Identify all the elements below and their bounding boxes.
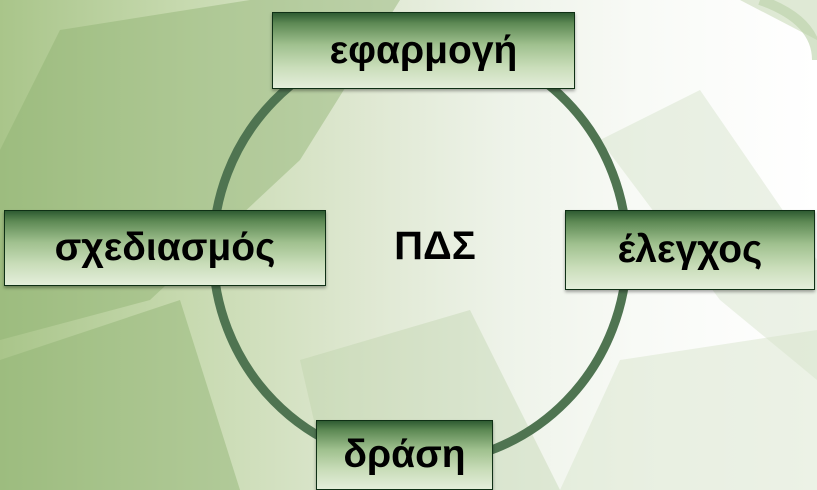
stage-implementation-label: εφαρμογή: [329, 28, 518, 72]
stage-action-box: δράση: [316, 420, 493, 490]
watermark-arrow-shape: [740, 0, 817, 40]
stage-planning-box: σχεδιασμός: [4, 210, 326, 286]
stage-action-label: δράση: [343, 433, 466, 476]
cycle-center-label: ΠΔΣ: [394, 223, 476, 268]
watermark-arrow-shape: [560, 330, 817, 490]
stage-implementation-box: εφαρμογή: [272, 12, 575, 89]
watermark-arc: [758, 0, 817, 61]
stage-check-box: έλεγχος: [565, 210, 815, 290]
stage-check-label: έλεγχος: [617, 228, 763, 271]
stage-planning-label: σχεδιασμός: [54, 226, 276, 269]
watermark-arrow-shape: [0, 300, 240, 490]
